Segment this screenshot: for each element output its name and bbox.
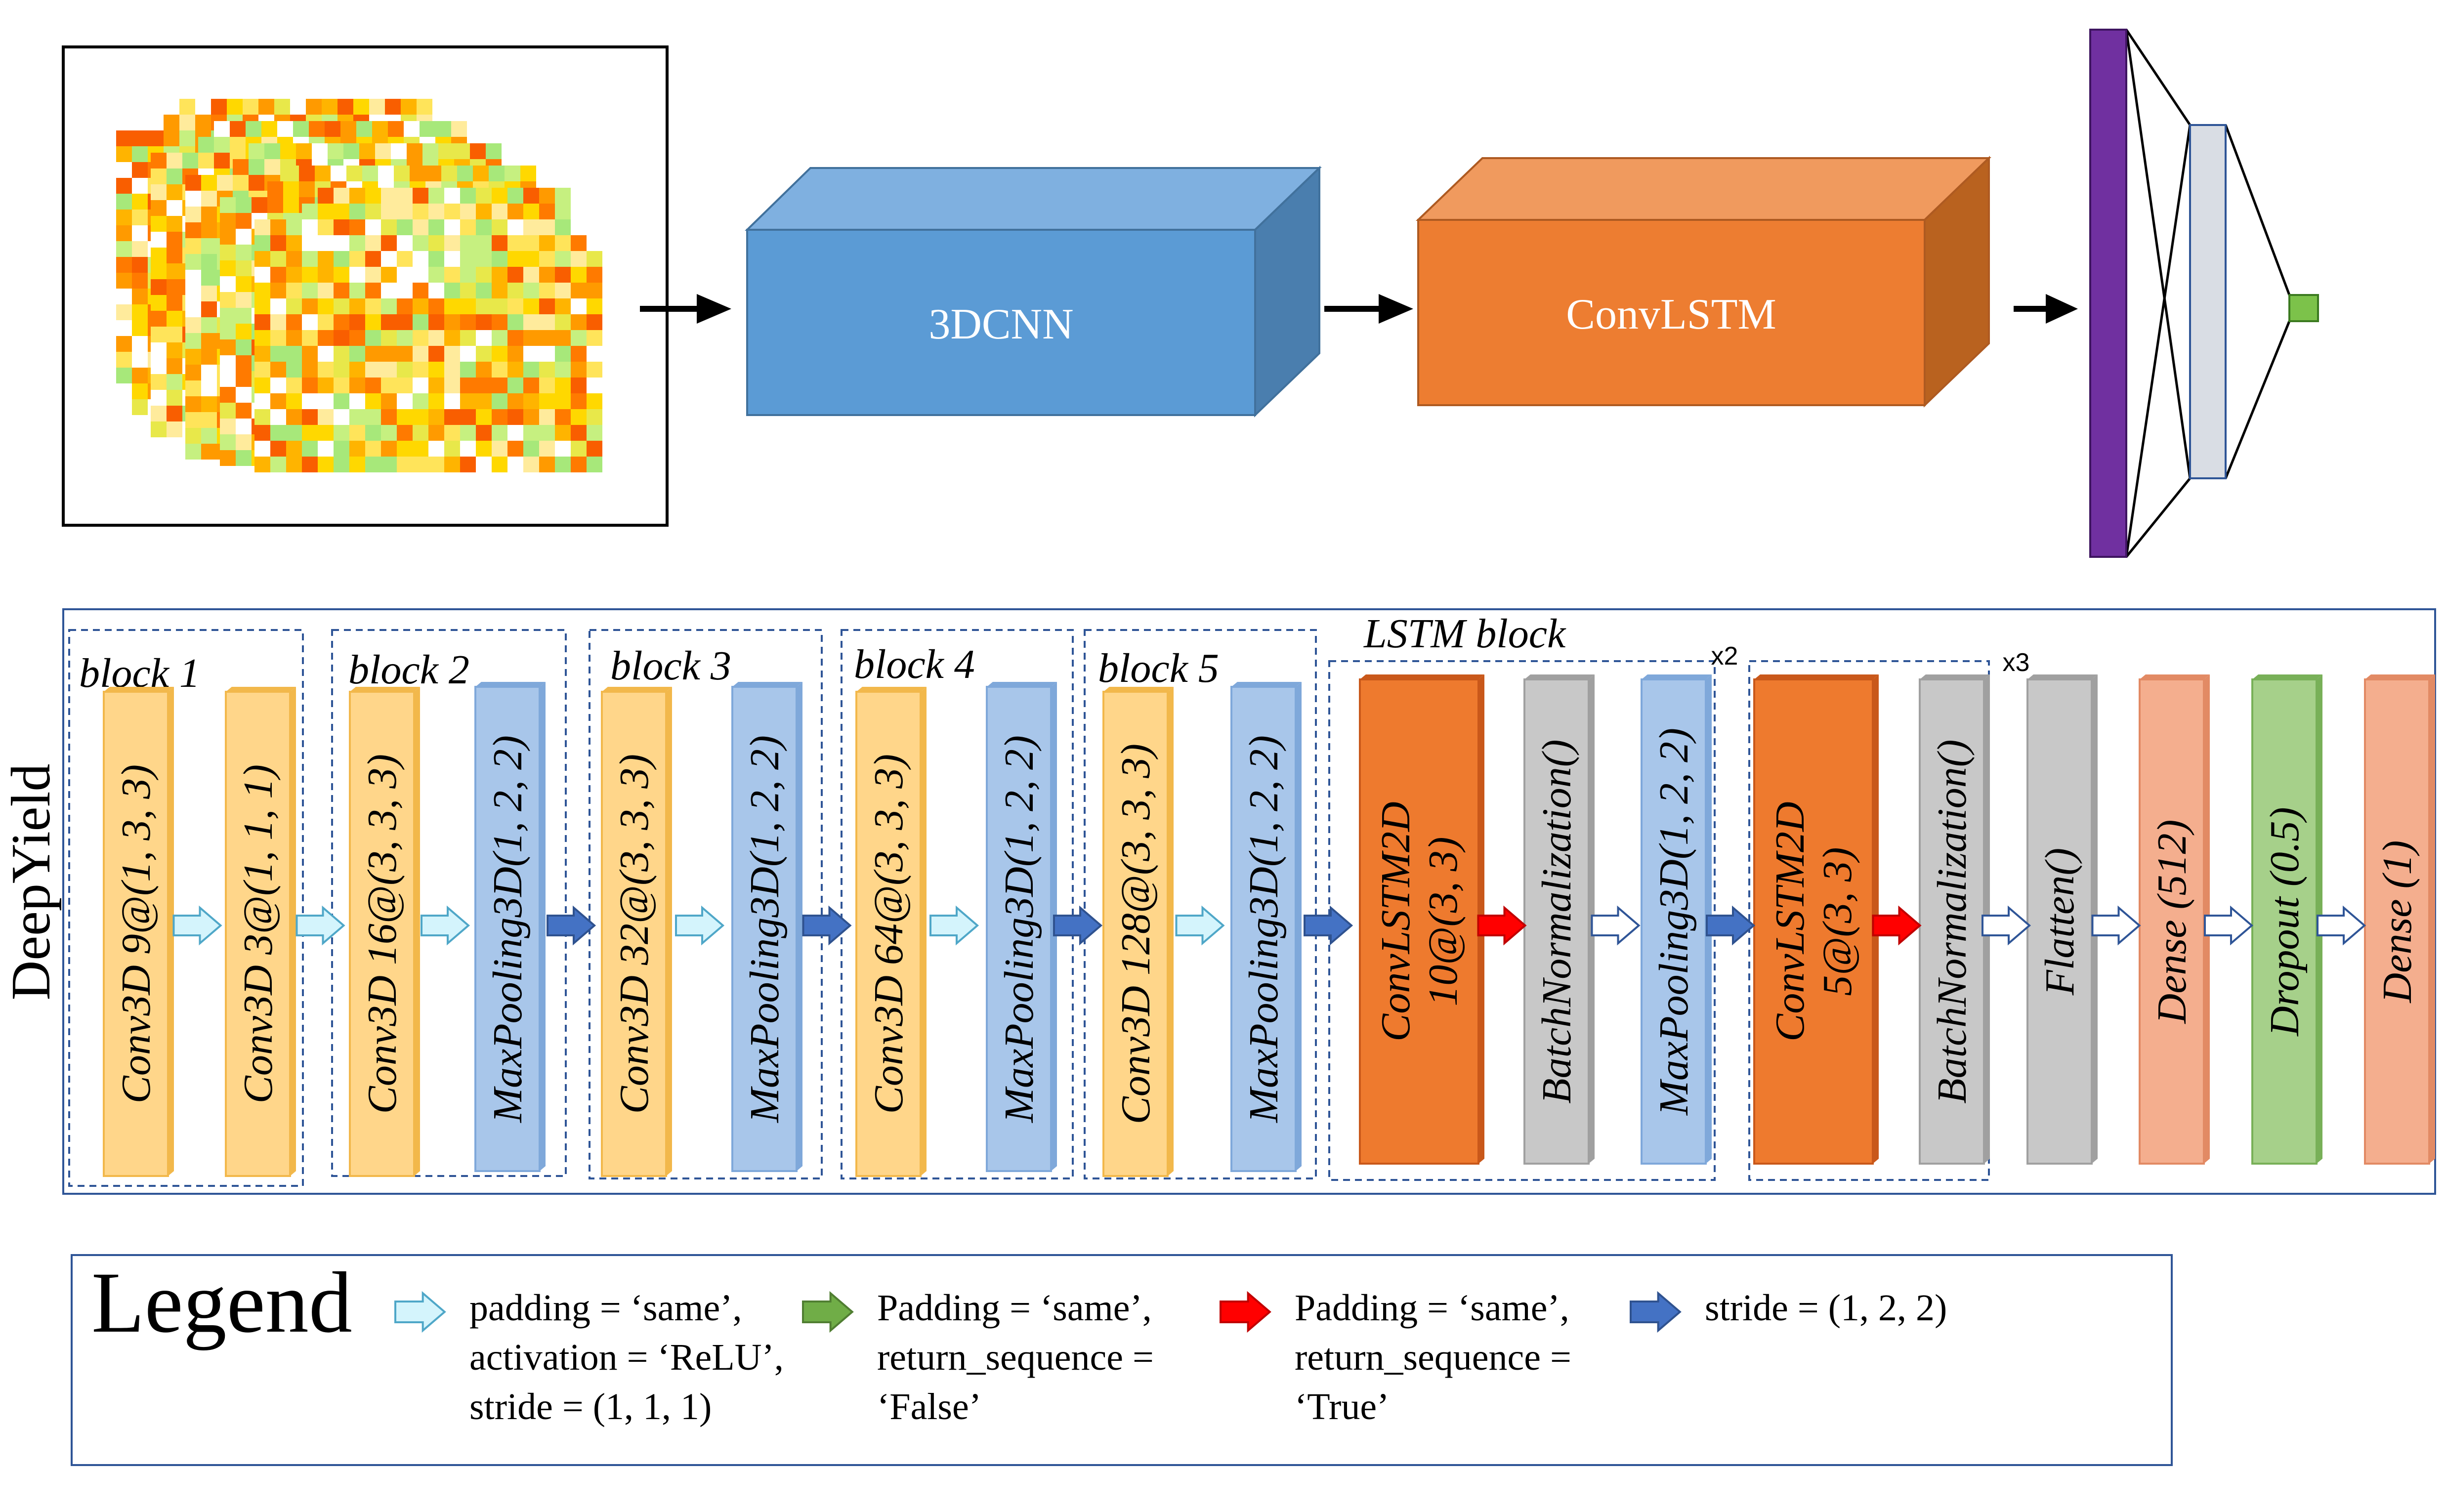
layer-label: ConvLSTM2D10@(3, 3) xyxy=(1373,801,1466,1041)
repeat-x2-label: x2 xyxy=(1711,642,1738,671)
arrow-light xyxy=(929,905,979,946)
convlstm-block: ConvLSTM xyxy=(1416,156,1991,408)
arrow-hollow xyxy=(2091,905,2141,946)
block-frame xyxy=(68,629,304,1187)
arrow-blue xyxy=(1706,905,1756,946)
layer-pool: MaxPooling3D(1, 2, 2) xyxy=(1230,682,1302,1172)
legend-item-text: Padding = ‘same’,return_sequence =‘True’ xyxy=(1295,1287,1571,1428)
arrow-green xyxy=(802,1291,854,1333)
layer-conv: Conv3D 32@(3, 3, 3) xyxy=(601,687,672,1177)
layer-pool: MaxPooling3D(1, 2, 2) xyxy=(1641,674,1712,1165)
layer-pool: MaxPooling3D(1, 2, 2) xyxy=(731,682,802,1172)
layer-conv: Conv3D 3@(1, 1, 1) xyxy=(225,687,296,1177)
arrow-red xyxy=(1872,905,1922,946)
layer-gray: BatchNormalization() xyxy=(1919,674,1990,1165)
legend-item: Padding = ‘same’,return_sequence =‘True’ xyxy=(1220,1287,1571,1428)
layer-dense: Dense (512) xyxy=(2139,674,2210,1165)
layer-label: Dense (512) xyxy=(2149,820,2195,1024)
layer-pool: MaxPooling3D(1, 2, 2) xyxy=(986,682,1057,1172)
layer-label: Conv3D 128@(3, 3, 3) xyxy=(1113,744,1159,1124)
block-label: block 3 xyxy=(610,643,731,689)
arrow-blue xyxy=(1630,1291,1682,1333)
layer-dropout: Dropout (0.5) xyxy=(2251,674,2322,1165)
layer-conv: Conv3D 9@(1, 3, 3) xyxy=(103,687,174,1177)
arrow-light xyxy=(675,905,725,946)
arrow-red xyxy=(1477,905,1527,946)
layer-label: Conv3D 9@(1, 3, 3) xyxy=(113,764,159,1103)
legend-title: Legend xyxy=(91,1255,352,1351)
arrow-input-to-3dcnn xyxy=(640,294,731,324)
output-node xyxy=(2288,294,2319,322)
arrow-convlstm-to-dense xyxy=(2014,294,2078,324)
layer-label: Conv3D 16@(3, 3, 3) xyxy=(359,754,405,1114)
arrow-blue xyxy=(1053,905,1103,946)
layer-lstm: ConvLSTM2D10@(3, 3) xyxy=(1359,674,1484,1165)
layer-lstm: ConvLSTM2D5@(3, 3) xyxy=(1753,674,1879,1165)
legend-frame xyxy=(71,1254,2173,1466)
block-frame xyxy=(841,629,1074,1179)
arrow-light xyxy=(394,1291,446,1333)
layer-conv: Conv3D 64@(3, 3, 3) xyxy=(855,687,927,1177)
3dcnn-label: 3DCNN xyxy=(928,300,1073,348)
crop-yield-heatmap-stack xyxy=(116,99,602,472)
legend-item-text: stride = (1, 2, 2) xyxy=(1705,1287,1947,1329)
model-name-label: DeepYield xyxy=(0,764,62,1001)
layer-label: Conv3D 3@(1, 1, 1) xyxy=(235,764,281,1103)
block-frame xyxy=(331,629,567,1177)
arrow-light xyxy=(1175,905,1225,946)
legend-item: stride = (1, 2, 2) xyxy=(1630,1287,1947,1333)
arrow-hollow xyxy=(2204,905,2254,946)
arrow-hollow xyxy=(1982,905,2031,946)
layer-label: MaxPooling3D(1, 2, 2) xyxy=(742,735,788,1123)
layer-label: MaxPooling3D(1, 2, 2) xyxy=(1241,735,1287,1123)
flatten-layer-bar xyxy=(2089,29,2127,558)
block-label: LSTM block xyxy=(1363,611,1566,657)
arrow-red xyxy=(1220,1291,1271,1333)
layer-label: MaxPooling3D(1, 2, 2) xyxy=(1651,728,1697,1116)
layer-label: Conv3D 64@(3, 3, 3) xyxy=(866,754,912,1114)
layer-label: Flatten() xyxy=(2037,848,2083,996)
arrow-hollow xyxy=(2317,905,2366,946)
block-label: block 5 xyxy=(1098,645,1219,691)
legend-item: padding = ‘same’,activation = ‘ReLU’,str… xyxy=(394,1287,784,1428)
layer-conv: Conv3D 128@(3, 3, 3) xyxy=(1102,687,1174,1177)
arrow-light xyxy=(295,905,345,946)
layer-label: BatchNormalization() xyxy=(1534,739,1580,1103)
legend-item-text: Padding = ‘same’,return_sequence =‘False… xyxy=(877,1287,1154,1428)
3dcnn-block: 3DCNN xyxy=(745,166,1322,418)
arrow-light xyxy=(421,905,470,946)
legend-item: Padding = ‘same’,return_sequence =‘False… xyxy=(802,1287,1154,1428)
layer-label: MaxPooling3D(1, 2, 2) xyxy=(485,735,531,1123)
arrow-blue xyxy=(1304,905,1353,946)
convlstm-label: ConvLSTM xyxy=(1566,291,1776,338)
block-label: block 2 xyxy=(348,647,469,693)
layer-conv: Conv3D 16@(3, 3, 3) xyxy=(349,687,420,1177)
block-frame xyxy=(1084,629,1317,1179)
arrow-3dcnn-to-convlstm xyxy=(1324,294,1413,324)
arrow-blue xyxy=(802,905,852,946)
layer-gray: BatchNormalization() xyxy=(1523,674,1595,1165)
layer-label: BatchNormalization() xyxy=(1929,739,1975,1103)
fully-connected-network xyxy=(2089,29,2319,558)
layer-label: MaxPooling3D(1, 2, 2) xyxy=(996,735,1042,1123)
arrow-light xyxy=(172,905,222,946)
layer-label: Conv3D 32@(3, 3, 3) xyxy=(611,754,657,1114)
arrow-blue xyxy=(547,905,596,946)
hidden-layer-bar xyxy=(2189,124,2227,479)
repeat-x3-label: x3 xyxy=(2003,648,2030,677)
legend-item-text: padding = ‘same’,activation = ‘ReLU’,str… xyxy=(469,1287,784,1428)
layer-dense: Dense (1) xyxy=(2364,674,2435,1165)
layer-label: Dense (1) xyxy=(2374,840,2420,1004)
layer-label: Dropout (0.5) xyxy=(2262,807,2308,1037)
block-label: block 4 xyxy=(854,641,975,687)
layer-pool: MaxPooling3D(1, 2, 2) xyxy=(474,682,546,1172)
arrow-hollow xyxy=(1591,905,1641,946)
block-frame xyxy=(589,629,823,1179)
layer-gray: Flatten() xyxy=(2026,674,2098,1165)
layer-label: ConvLSTM2D5@(3, 3) xyxy=(1767,801,1860,1041)
